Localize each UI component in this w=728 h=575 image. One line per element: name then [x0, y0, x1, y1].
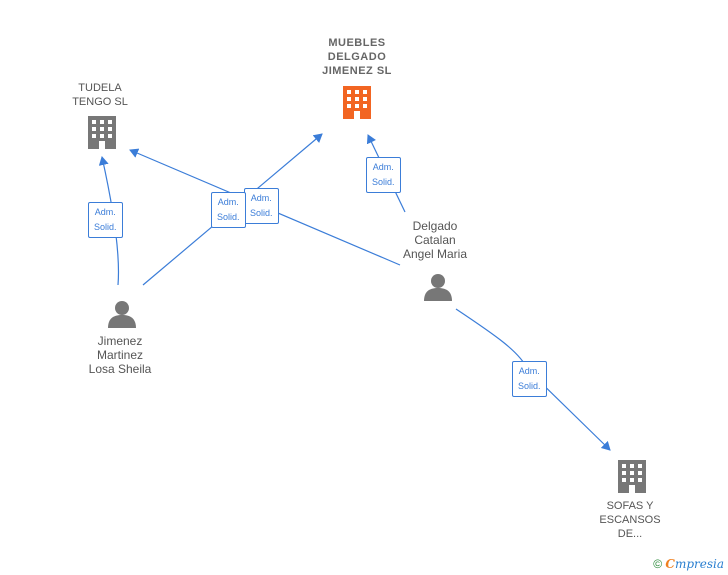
copyright-icon: © [653, 557, 663, 571]
person-label-jimenez[interactable]: Jimenez Martinez Losa Sheila [88, 334, 152, 376]
brand-logo-text: mpresia [674, 557, 724, 571]
role-badge-delgado-muebles[interactable]: Adm.Solid. [366, 157, 401, 193]
company-label-muebles[interactable]: MUEBLES DELGADO JIMENEZ SL [322, 37, 392, 77]
person-label-delgado[interactable]: Delgado Catalan Angel Maria [402, 219, 468, 261]
person-icon-delgado[interactable] [424, 274, 452, 301]
building-icon-muebles[interactable] [343, 86, 371, 119]
person-icon-jimenez[interactable] [108, 301, 136, 328]
role-badge-delgado-sofas[interactable]: Adm.Solid. [512, 361, 547, 397]
company-label-sofas[interactable]: SOFAS Y ESCANSOS DE... [599, 500, 661, 540]
role-badge-jimenez-tudela[interactable]: Adm.Solid. [88, 202, 123, 238]
brand-logo-letter: C [665, 557, 675, 571]
role-badge-jimenez-muebles[interactable]: Adm.Solid. [211, 192, 246, 228]
role-badge-delgado-tudela[interactable]: Adm.Solid. [244, 188, 279, 224]
brand-footer: © Cmpresia [653, 557, 724, 571]
company-label-tudela[interactable]: TUDELA TENGO SL [72, 82, 128, 108]
building-icon-tudela[interactable] [88, 116, 116, 149]
building-icon-sofas[interactable] [618, 460, 646, 493]
